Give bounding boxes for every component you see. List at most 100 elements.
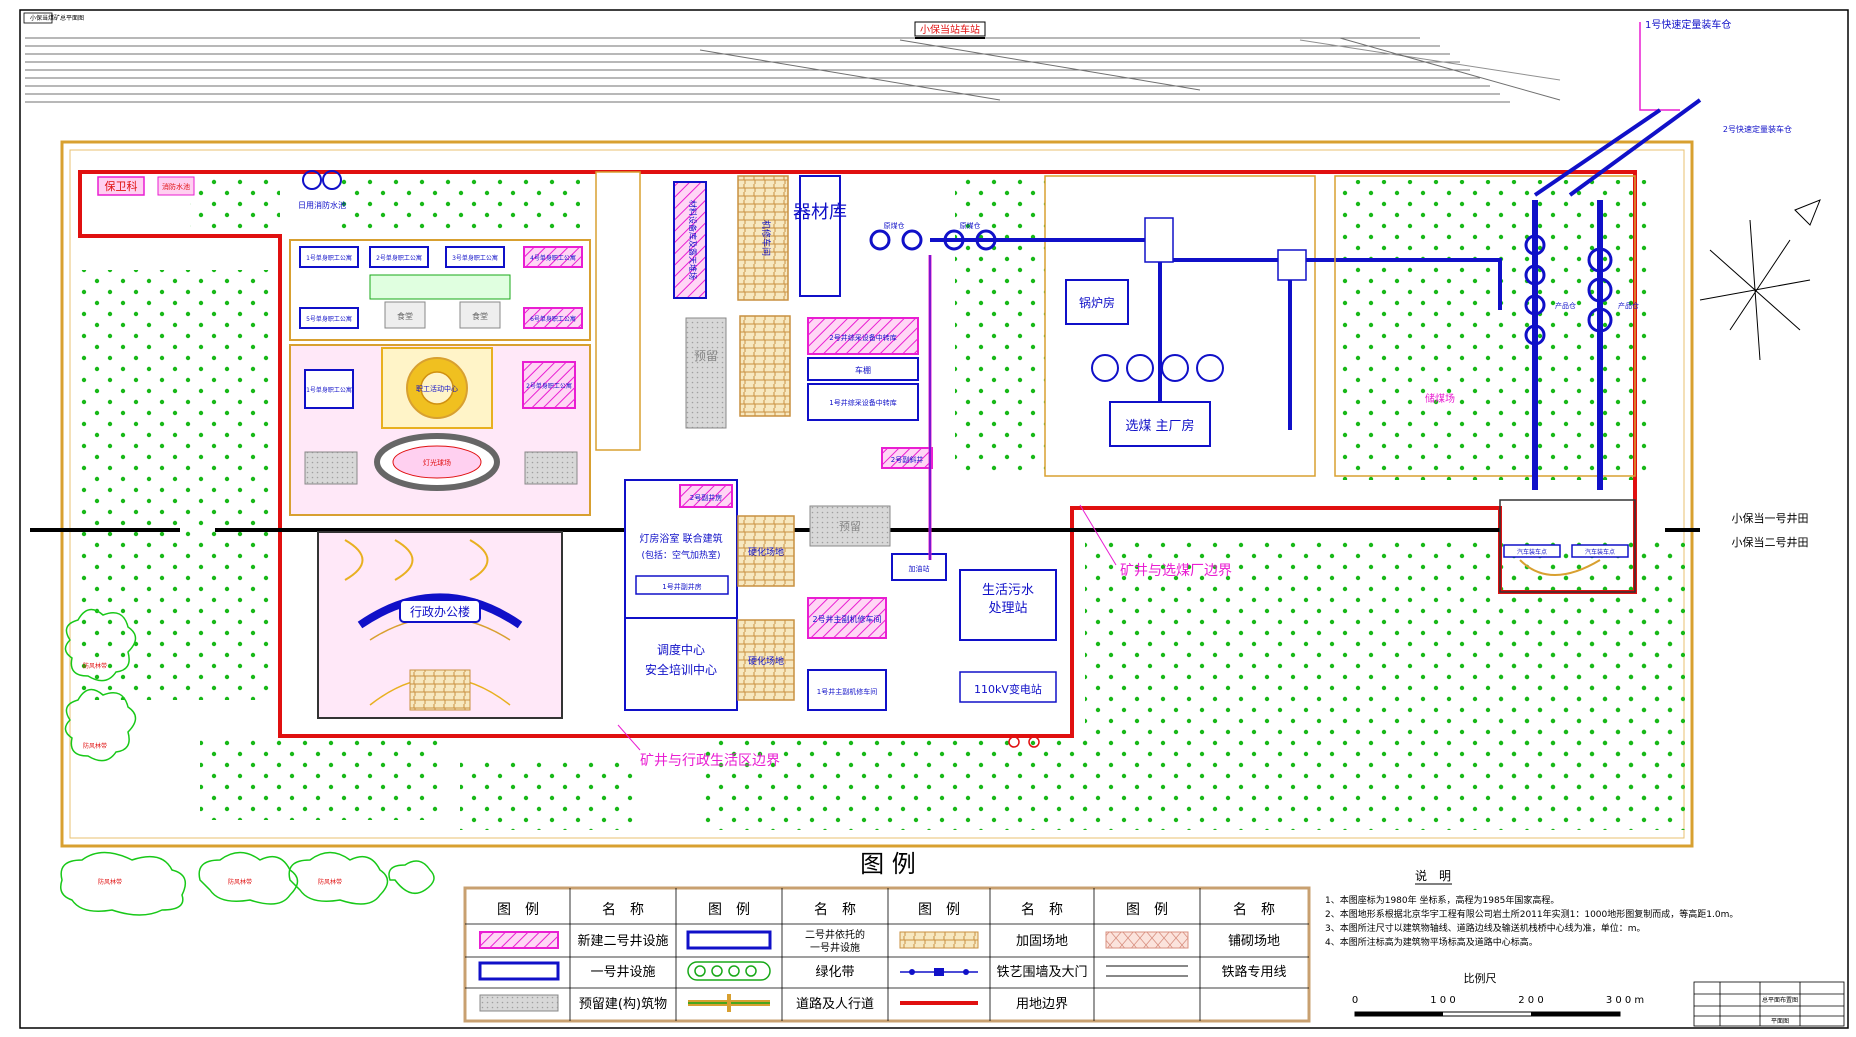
legend-swatch-fence (900, 968, 978, 976)
svg-text:图 例: 图 例 (497, 902, 539, 918)
scale-bar (1354, 1011, 1621, 1017)
windbreak-trees (60, 608, 435, 916)
svg-text:防风林带: 防风林带 (83, 742, 107, 750)
svg-text:2号单身职工公寓: 2号单身职工公寓 (376, 254, 422, 262)
svg-text:防风林带: 防风林带 (318, 878, 342, 886)
svg-text:1号井主副机修车间: 1号井主副机修车间 (817, 687, 877, 696)
coal-prep-plant: 锅炉房 原煤仓 原煤仓 选煤 主厂房 (869, 175, 1502, 560)
svg-text:1号单身职工公寓: 1号单身职工公寓 (306, 386, 352, 394)
legend-swatch-reserve (479, 994, 559, 1012)
legend-box (463, 886, 1311, 1023)
svg-text:名 称: 名 称 (1233, 902, 1275, 918)
svg-text:选煤 主厂房: 选煤 主厂房 (1125, 418, 1194, 434)
svg-text:名 称: 名 称 (602, 902, 644, 918)
legend-swatch-paved (1105, 931, 1189, 949)
mine-coal-boundary-label: 矿井与选煤厂边界 (1120, 563, 1232, 579)
svg-text:用地边界: 用地边界 (1016, 997, 1068, 1012)
svg-text:平面图: 平面图 (1771, 1018, 1789, 1025)
field2-label: 小保当二号井田 (1732, 535, 1809, 549)
svg-text:生活污水: 生活污水 (982, 583, 1034, 598)
station-label: 小保当站车站 (920, 23, 980, 36)
equipment-label: 器材库 (793, 202, 847, 223)
loadout1-label: 1号快速定量装车仓 (1645, 18, 1731, 31)
svg-text:产品仓: 产品仓 (1555, 301, 1576, 310)
svg-text:硬化场地: 硬化场地 (748, 546, 784, 558)
svg-text:0: 0 (1352, 995, 1358, 1006)
stamp-label: 小保当煤矿总平面图 (30, 14, 84, 22)
svg-text:图 例: 图 例 (1126, 902, 1168, 918)
svg-text:食堂: 食堂 (397, 311, 413, 321)
svg-text:材料设备库及露天堆场: 材料设备库及露天堆场 (688, 200, 698, 280)
svg-text:110kV变电站: 110kV变电站 (974, 682, 1042, 696)
admin-label: 行政办公楼 (410, 604, 470, 619)
north-arrow-icon (1699, 199, 1821, 361)
tree-field-west (80, 270, 270, 700)
field1-label: 小保当一号井田 (1732, 511, 1809, 525)
svg-text:1号井副井房: 1号井副井房 (662, 582, 701, 591)
legend-title: 图 例 (860, 850, 916, 878)
legend-swatch-road (688, 994, 770, 1012)
svg-text:图 例: 图 例 (918, 902, 960, 918)
living-area: 1号单身职工公寓 2号单身职工公寓 3号单身职工公寓 4号单身职工公寓 5号单身… (289, 239, 591, 516)
fire-water-label: 消防水池 (162, 182, 190, 191)
svg-text:4号单身职工公寓: 4号单身职工公寓 (530, 254, 576, 262)
product-silos: 产品仓 产品仓 储煤场 汽车装车点 汽车装车点 (1334, 98, 1702, 593)
legend-swatch-shaft2-rely (686, 930, 772, 950)
shaft-industrial-area: 材料设备库及露天堆场 机修车间 器材库 预留 2号井综采设备中转库 车棚 1号井… (595, 171, 1057, 748)
title-block (1693, 981, 1845, 1027)
svg-text:3 0 0 m: 3 0 0 m (1606, 995, 1644, 1006)
svg-text:储煤场: 储煤场 (1425, 392, 1455, 405)
svg-text:汽车装车点: 汽车装车点 (1517, 548, 1547, 556)
svg-text:汽车装车点: 汽车装车点 (1585, 548, 1615, 556)
svg-text:6号单身职工公寓: 6号单身职工公寓 (530, 315, 576, 323)
drawing-frame (19, 9, 1849, 1029)
svg-text:(包括：空气加热室): (包括：空气加热室) (641, 549, 720, 561)
svg-text:防风林带: 防风林带 (98, 878, 122, 886)
note-3: 3、本图所注尺寸以建筑物轴线、道路边线及输送机栈桥中心线为准，单位：m。 (1325, 922, 1646, 934)
svg-text:铁艺围墙及大门: 铁艺围墙及大门 (996, 965, 1087, 980)
svg-text:绿化带: 绿化带 (815, 965, 854, 980)
svg-text:1号井综采设备中转库: 1号井综采设备中转库 (829, 398, 896, 407)
svg-text:5号单身职工公寓: 5号单身职工公寓 (306, 315, 352, 323)
station-box (914, 21, 986, 37)
legend-swatch-shaft2 (479, 931, 559, 949)
svg-text:道路及人行道: 道路及人行道 (796, 996, 874, 1012)
fire-pool-label: 日用消防水池 (298, 200, 346, 210)
svg-text:新建二号井设施: 新建二号井设施 (577, 933, 668, 949)
svg-text:调度中心: 调度中心 (657, 642, 705, 657)
svg-text:图 例: 图 例 (708, 902, 750, 918)
loadout2-label: 2号快速定量装车仓 (1723, 124, 1792, 134)
svg-text:2号井综采设备中转库: 2号井综采设备中转库 (829, 333, 896, 342)
svg-text:职工活动中心: 职工活动中心 (416, 384, 458, 393)
notes-title: 说 明 (1415, 868, 1451, 883)
svg-text:产品仓: 产品仓 (1618, 301, 1639, 310)
svg-text:原煤仓: 原煤仓 (960, 221, 981, 230)
legend-grid (465, 888, 1309, 1021)
svg-text:一号井设施: 一号井设施 (810, 941, 860, 954)
svg-text:2 0 0: 2 0 0 (1518, 995, 1543, 1006)
svg-text:车棚: 车棚 (855, 365, 871, 375)
svg-text:加油站: 加油站 (909, 564, 930, 573)
legend-swatch-reinforced (899, 931, 979, 949)
legend-swatch-railway (1106, 965, 1188, 977)
svg-text:1号单身职工公寓: 1号单身职工公寓 (306, 254, 352, 262)
note-1: 1、本图座标为1980年 坐标系，高程为1985年国家高程。 (1325, 894, 1559, 906)
svg-text:预留建(构)筑物: 预留建(构)筑物 (579, 996, 667, 1012)
svg-text:名 称: 名 称 (1021, 902, 1063, 918)
svg-text:2号副斜井: 2号副斜井 (891, 455, 923, 464)
svg-text:防风林带: 防风林带 (83, 662, 107, 670)
svg-text:2号单身职工公寓: 2号单身职工公寓 (526, 382, 572, 390)
svg-text:锅炉房: 锅炉房 (1079, 295, 1115, 310)
svg-text:名 称: 名 称 (814, 902, 856, 918)
legend-swatch-greenbelt (687, 961, 771, 981)
svg-text:二号井依托的: 二号井依托的 (805, 928, 865, 941)
svg-text:1 0 0: 1 0 0 (1430, 995, 1455, 1006)
note-2: 2、本图地形系根据北京华宇工程有限公司岩土所2011年实测1：1000地形图复制… (1325, 908, 1738, 920)
svg-text:灯光球场: 灯光球场 (423, 458, 451, 467)
scale-title: 比例尺 (1464, 971, 1497, 985)
svg-text:硬化场地: 硬化场地 (748, 655, 784, 667)
perimeter-road (60, 140, 1694, 848)
svg-text:食堂: 食堂 (472, 311, 488, 321)
